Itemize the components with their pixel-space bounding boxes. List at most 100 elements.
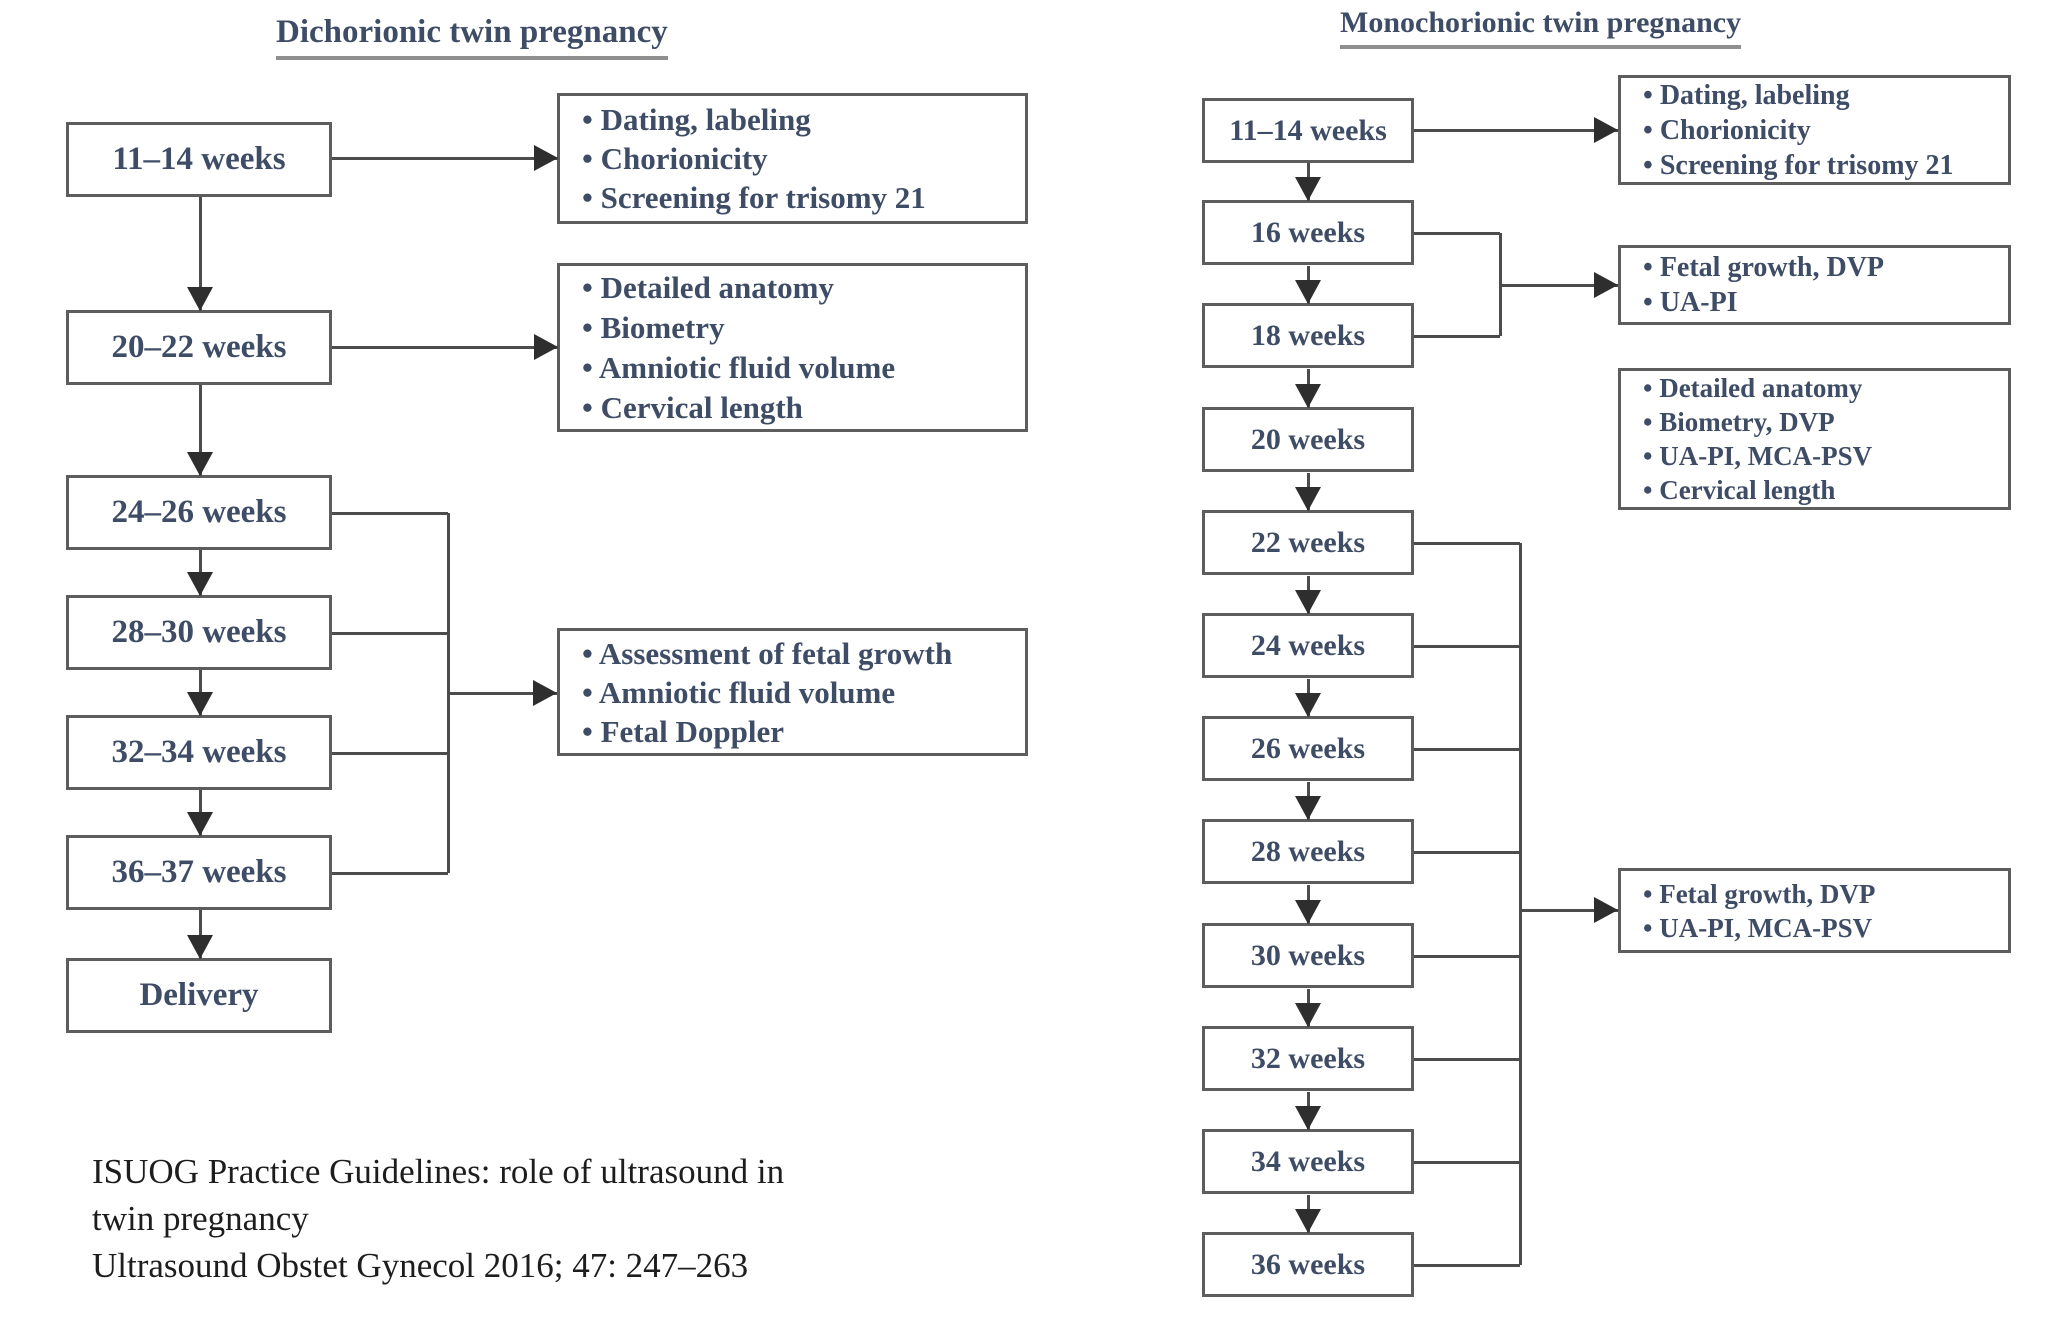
week-box-monochorionic-22-weeks: 22 weeks [1202, 510, 1414, 575]
connector-line [1414, 954, 1520, 958]
connector-line [332, 871, 448, 875]
info-bullet: Screening for trisomy 21 [582, 178, 1015, 217]
connector-arrowhead [1295, 487, 1321, 511]
connector-line [1414, 1263, 1520, 1267]
connector-arrowhead [187, 935, 213, 959]
connector-line [1414, 644, 1520, 648]
connector-line [332, 631, 448, 635]
connector-arrowhead [533, 680, 557, 706]
connector-line [332, 751, 448, 755]
citation-line: ISUOG Practice Guidelines: role of ultra… [92, 1152, 785, 1191]
week-box-monochorionic-30-weeks: 30 weeks [1202, 923, 1414, 988]
info-box-dichorionic-3: Assessment of fetal growthAmniotic fluid… [557, 628, 1028, 756]
connector-line [198, 385, 202, 476]
column-title-dichorionic-text: Dichorionic twin pregnancy [276, 14, 668, 60]
connector-line [1414, 1057, 1520, 1061]
info-bullet: Detailed anatomy [582, 268, 1015, 308]
connector-arrowhead [187, 572, 213, 596]
connector-arrowhead [1295, 177, 1321, 201]
week-box-dichorionic-24-26-weeks: 24–26 weeks [66, 475, 332, 550]
connector-line [1414, 541, 1520, 545]
week-box-monochorionic-18-weeks: 18 weeks [1202, 303, 1414, 368]
info-bullet: Chorionicity [582, 139, 1015, 178]
connector-line [1414, 334, 1500, 338]
connector-arrowhead [187, 287, 213, 311]
connector-line [332, 345, 558, 349]
connector-arrowhead [1594, 897, 1618, 923]
connector-arrowhead [1295, 280, 1321, 304]
info-bullet: Cervical length [582, 388, 1015, 428]
connector-arrowhead [1594, 272, 1618, 298]
week-box-monochorionic-24-weeks: 24 weeks [1202, 613, 1414, 678]
connector-arrowhead [1594, 117, 1618, 143]
week-box-dichorionic-20-22-weeks: 20–22 weeks [66, 310, 332, 385]
connector-arrowhead [1295, 693, 1321, 717]
connector-arrowhead [534, 334, 558, 360]
connector-arrowhead [187, 692, 213, 716]
week-box-dichorionic-28-30-weeks: 28–30 weeks [66, 595, 332, 670]
week-box-monochorionic-34-weeks: 34 weeks [1202, 1129, 1414, 1194]
connector-arrowhead [187, 812, 213, 836]
week-box-dichorionic-delivery: Delivery [66, 958, 332, 1033]
connector-line [1520, 908, 1618, 912]
week-box-monochorionic-26-weeks: 26 weeks [1202, 716, 1414, 781]
citation-line: twin pregnancy [92, 1199, 309, 1238]
info-bullet: Dating, labeling [582, 100, 1015, 139]
info-box-monochorionic-1: Dating, labelingChorionicityScreening fo… [1618, 75, 2011, 185]
week-box-monochorionic-32-weeks: 32 weeks [1202, 1026, 1414, 1091]
connector-line [448, 691, 557, 695]
column-title-monochorionic: Monochorionic twin pregnancy [1340, 6, 1742, 49]
connector-arrowhead [1295, 796, 1321, 820]
week-box-monochorionic-20-weeks: 20 weeks [1202, 407, 1414, 472]
info-bullet: Fetal growth, DVP [1643, 877, 1998, 911]
week-box-monochorionic-16-weeks: 16 weeks [1202, 200, 1414, 265]
info-box-dichorionic-1: Dating, labelingChorionicityScreening fo… [557, 93, 1028, 224]
info-bullet: Assessment of fetal growth [582, 634, 1015, 673]
week-box-dichorionic-36-37-weeks: 36–37 weeks [66, 835, 332, 910]
info-bullet: Dating, labeling [1643, 78, 1998, 113]
connector-arrowhead [1295, 1209, 1321, 1233]
info-bullet: Chorionicity [1643, 113, 1998, 148]
connector-arrowhead [1295, 1003, 1321, 1027]
info-bullet: Screening for trisomy 21 [1643, 148, 1998, 183]
connector-arrowhead [1295, 590, 1321, 614]
connector-line [1414, 1160, 1520, 1164]
connector-arrowhead [1295, 900, 1321, 924]
connector-line [1518, 543, 1522, 1265]
citation: ISUOG Practice Guidelines: role of ultra… [92, 1148, 784, 1289]
week-box-monochorionic-36-weeks: 36 weeks [1202, 1232, 1414, 1297]
info-bullet: Biometry, DVP [1643, 405, 1998, 439]
info-box-dichorionic-2: Detailed anatomyBiometryAmniotic fluid v… [557, 263, 1028, 432]
info-box-monochorionic-2: Fetal growth, DVPUA-PI [1618, 245, 2011, 325]
info-box-monochorionic-3: Detailed anatomyBiometry, DVPUA-PI, MCA-… [1618, 368, 2011, 510]
week-box-dichorionic-11-14-weeks: 11–14 weeks [66, 122, 332, 197]
info-bullet: Amniotic fluid volume [582, 673, 1015, 712]
column-title-monochorionic-text: Monochorionic twin pregnancy [1340, 6, 1742, 49]
info-bullet: UA-PI, MCA-PSV [1643, 439, 1998, 473]
info-bullet: UA-PI [1643, 285, 1998, 320]
connector-arrowhead [1295, 384, 1321, 408]
connector-line [1414, 850, 1520, 854]
connector-line [1414, 747, 1520, 751]
info-bullet: Fetal Doppler [582, 712, 1015, 751]
info-bullet: Fetal growth, DVP [1643, 250, 1998, 285]
week-box-dichorionic-32-34-weeks: 32–34 weeks [66, 715, 332, 790]
citation-line: Ultrasound Obstet Gynecol 2016; 47: 247–… [92, 1246, 749, 1285]
connector-line [198, 197, 202, 311]
connector-arrowhead [534, 145, 558, 171]
connector-line [198, 910, 202, 959]
info-bullet: Detailed anatomy [1643, 371, 1998, 405]
connector-line [1500, 283, 1618, 287]
info-bullet: Amniotic fluid volume [582, 348, 1015, 388]
week-box-monochorionic-28-weeks: 28 weeks [1202, 819, 1414, 884]
connector-arrowhead [1295, 1106, 1321, 1130]
week-box-monochorionic-11-14-weeks: 11–14 weeks [1202, 98, 1414, 163]
connector-line [332, 156, 558, 160]
connector-line [332, 511, 448, 515]
column-title-dichorionic: Dichorionic twin pregnancy [276, 14, 668, 60]
connector-line [1414, 231, 1500, 235]
info-bullet: Biometry [582, 308, 1015, 348]
connector-arrowhead [187, 452, 213, 476]
info-bullet: Cervical length [1643, 473, 1998, 507]
